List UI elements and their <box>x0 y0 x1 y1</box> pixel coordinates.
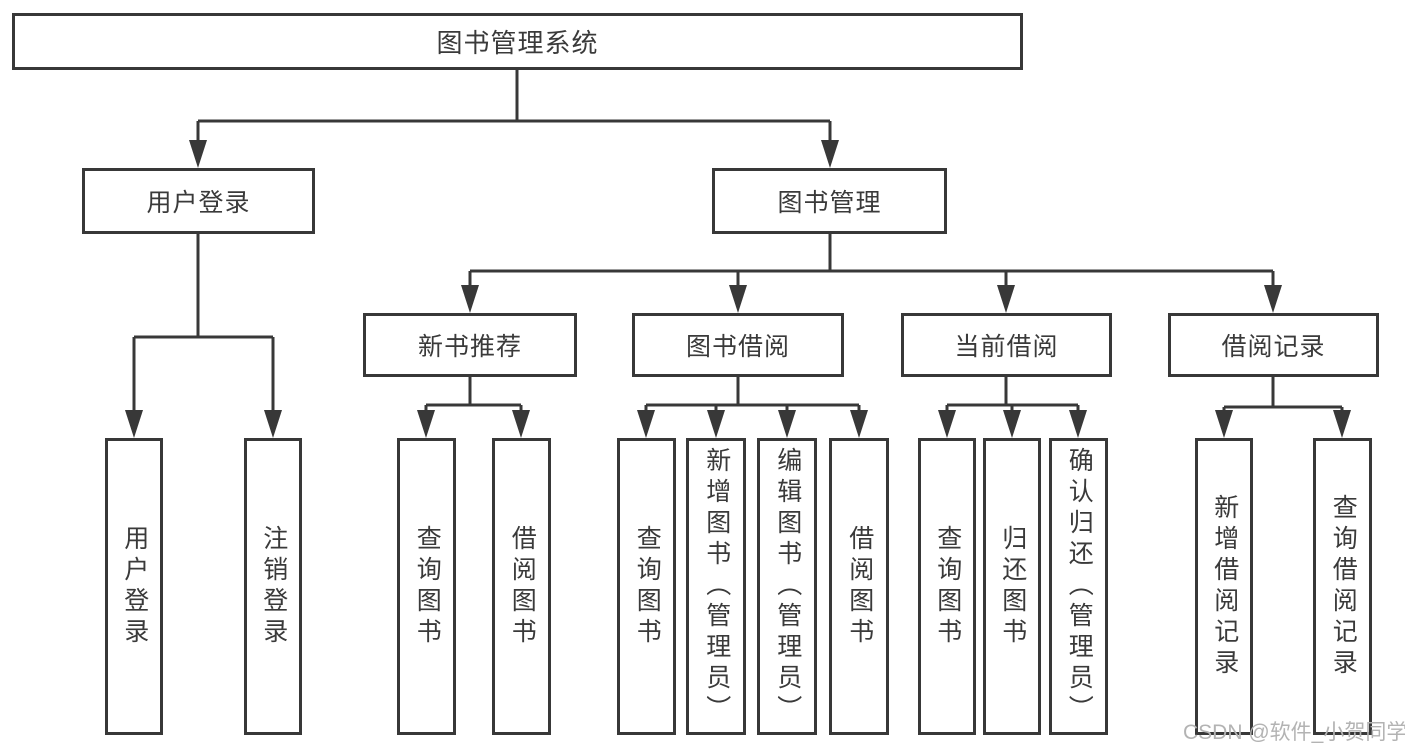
leaf-query-borrow-record: 查询借阅记录 <box>1313 438 1372 735</box>
arrowhead <box>189 140 207 168</box>
arrowhead <box>729 285 747 313</box>
leaf-query-books-recommend: 查询图书 <box>397 438 456 735</box>
leaf-borrow-books: 借阅图书 <box>829 438 889 735</box>
connector-borrowing-records <box>1222 377 1344 414</box>
node-current-borrowing: 当前借阅 <box>901 313 1112 377</box>
connector-root <box>196 69 832 142</box>
arrowhead <box>264 410 282 438</box>
leaf-return-books: 归还图书 <box>983 438 1041 735</box>
arrowhead <box>938 410 956 438</box>
node-borrowing-records: 借阅记录 <box>1168 313 1379 377</box>
arrowhead <box>461 285 479 313</box>
connector-book-borrowing <box>644 377 861 414</box>
arrowhead <box>1069 410 1087 438</box>
leaf-query-books-borrow: 查询图书 <box>617 438 676 735</box>
arrowhead <box>637 410 655 438</box>
node-book-borrowing: 图书借阅 <box>632 313 844 377</box>
leaf-add-borrow-record: 新增借阅记录 <box>1195 438 1253 735</box>
node-book-management: 图书管理 <box>712 168 947 234</box>
csdn-watermark: CSDN @软件_小贺同学 <box>1183 721 1405 744</box>
leaf-add-books-admin: 新增图书（管理员） <box>686 438 746 735</box>
arrowhead <box>1215 410 1233 438</box>
connector-new-book-recommendation <box>424 377 523 414</box>
arrowhead <box>707 410 725 438</box>
connector-book-management <box>468 234 1275 287</box>
arrowhead <box>1333 410 1351 438</box>
node-new-book-recommendation: 新书推荐 <box>363 313 577 377</box>
arrowhead <box>125 410 143 438</box>
connector-user-login <box>132 234 275 414</box>
leaf-borrow-books-recommend: 借阅图书 <box>492 438 551 735</box>
arrowhead <box>417 410 435 438</box>
node-user-login: 用户登录 <box>82 168 315 234</box>
arrowhead <box>850 410 868 438</box>
connector-current-borrowing <box>945 377 1080 414</box>
arrowhead <box>778 410 796 438</box>
arrowhead <box>821 140 839 168</box>
arrowhead <box>512 410 530 438</box>
arrowhead <box>1264 285 1282 313</box>
arrowhead <box>997 285 1015 313</box>
node-library-management-system: 图书管理系统 <box>12 13 1023 70</box>
arrowhead <box>1003 410 1021 438</box>
leaf-confirm-return-admin: 确认归还（管理员） <box>1049 438 1108 735</box>
leaf-user-login: 用户登录 <box>105 438 163 735</box>
leaf-query-books-current: 查询图书 <box>918 438 976 735</box>
leaf-logout: 注销登录 <box>244 438 302 735</box>
leaf-edit-books-admin: 编辑图书（管理员） <box>757 438 817 735</box>
